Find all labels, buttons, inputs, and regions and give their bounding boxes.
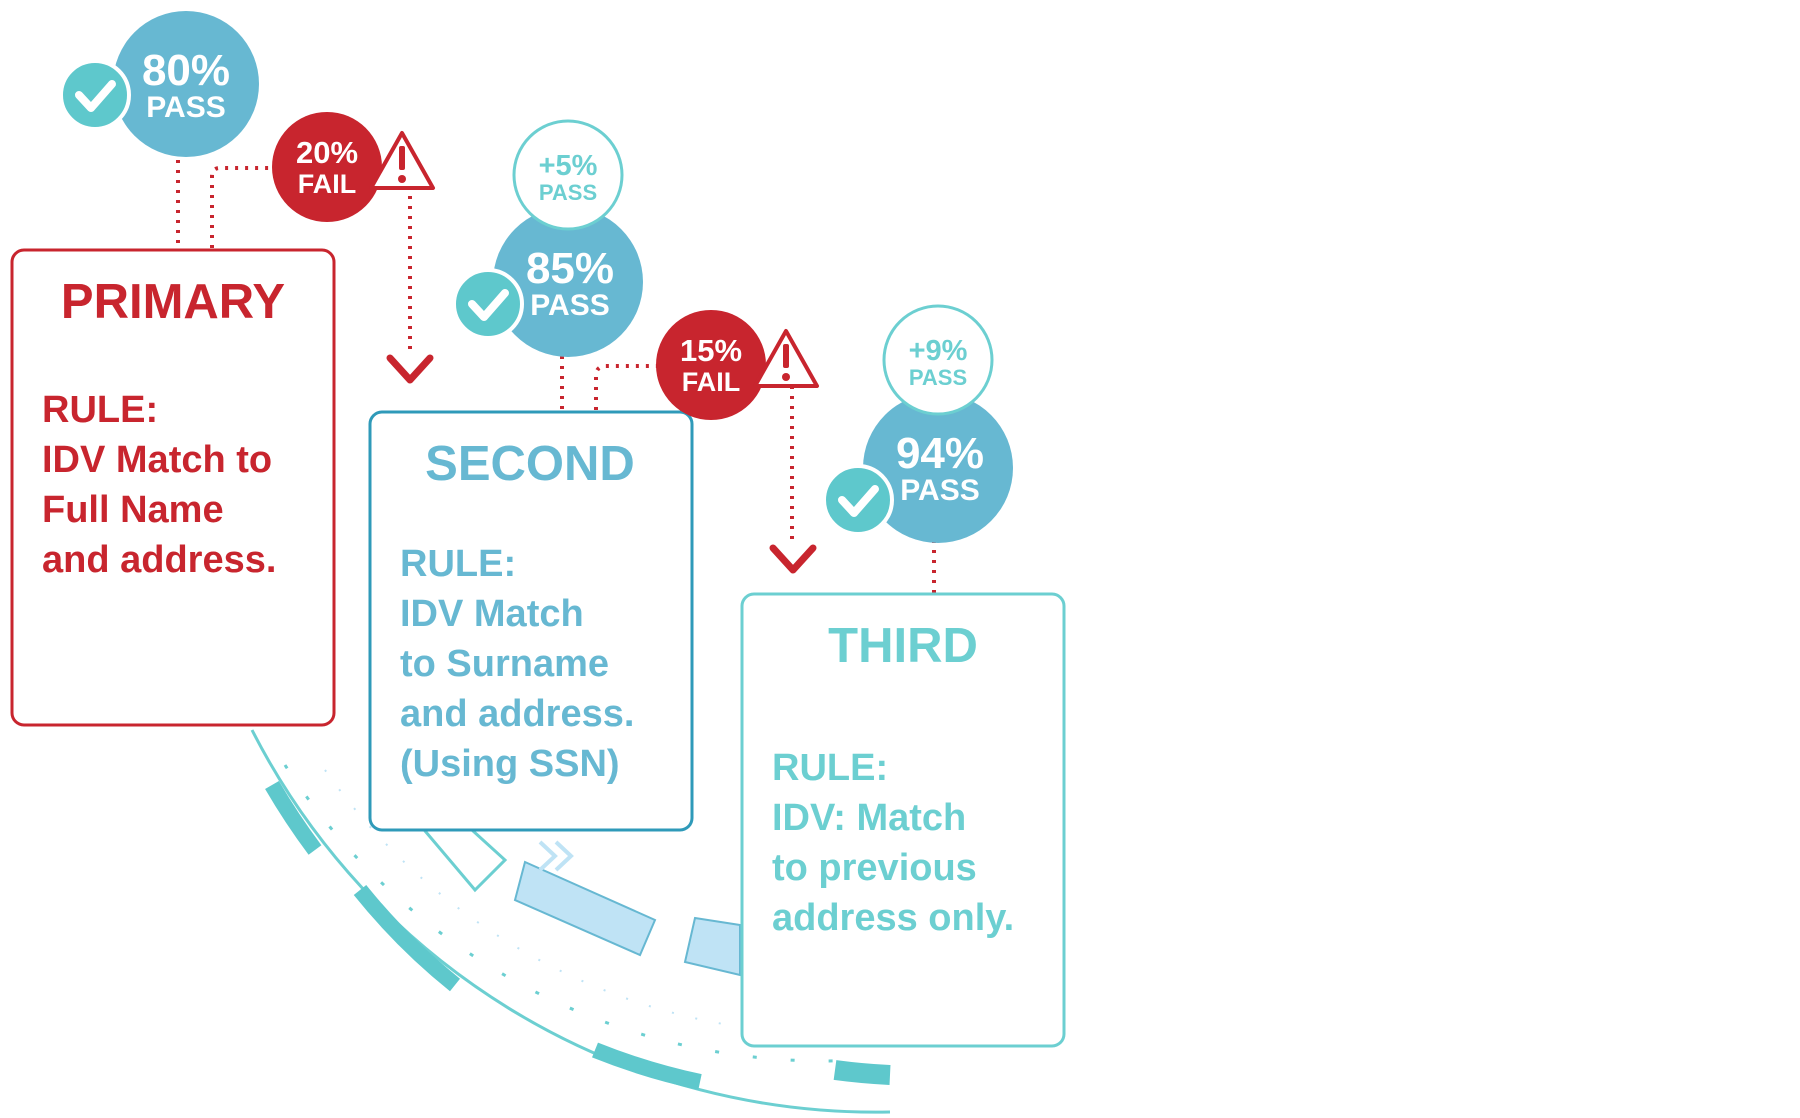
gain-label: PASS (909, 365, 967, 390)
rule-line: IDV Match to (42, 439, 272, 481)
fail-connector (594, 364, 660, 410)
fail-percent: 15% (680, 333, 742, 368)
decorative-arcs (250, 729, 901, 1114)
pass-percent: 80% (142, 46, 230, 95)
fail-connector (210, 166, 275, 248)
pass-percent: 94% (896, 429, 984, 478)
second-box (368, 410, 694, 832)
check-icon (822, 464, 894, 536)
stage-third: THIRD RULE: IDV: Match to previous addre… (740, 304, 1066, 1048)
rule-line: Full Name (42, 489, 224, 531)
pass-badge (113, 11, 259, 157)
rule-line: address only. (772, 897, 1014, 939)
gain-badge (882, 304, 994, 416)
rule-line: to previous (772, 847, 977, 889)
arrow-down-icon (386, 354, 434, 384)
warning-icon (753, 329, 819, 388)
primary-box (10, 248, 336, 727)
fail-badge (272, 112, 382, 222)
fail-label: FAIL (298, 169, 357, 199)
pass-percent: 85% (526, 244, 614, 293)
gain-badge (512, 119, 624, 231)
rule-line: and address. (42, 539, 276, 581)
pass-badge (863, 393, 1013, 543)
pass-label: PASS (530, 289, 609, 322)
stage-title: THIRD (828, 619, 978, 673)
rule-line: and address. (400, 693, 634, 735)
rule-line: to Surname (400, 643, 609, 685)
rule-line: IDV Match (400, 593, 584, 635)
pass-badge (493, 207, 643, 357)
pass-label: PASS (146, 91, 225, 124)
stage-second: SECOND RULE: IDV Match to Surname and ad… (368, 119, 819, 832)
rule-line: (Using SSN) (400, 743, 620, 785)
gain-percent: +9% (909, 335, 968, 367)
stage-primary: PRIMARY RULE: IDV Match to Full Name and… (10, 11, 435, 727)
gain-label: PASS (539, 180, 597, 205)
third-box (740, 592, 1066, 1048)
stage-title: PRIMARY (61, 275, 285, 329)
rule-line: IDV: Match (772, 797, 966, 839)
gain-percent: +5% (539, 150, 598, 182)
fail-badge (656, 310, 766, 420)
stage-title: SECOND (425, 437, 635, 491)
rule-label: RULE: (400, 543, 516, 585)
rule-label: RULE: (42, 389, 158, 431)
check-icon (59, 59, 131, 131)
rule-label: RULE: (772, 747, 888, 789)
fail-label: FAIL (682, 367, 741, 397)
check-icon (452, 268, 524, 340)
warning-icon (369, 131, 435, 190)
arrow-down-icon (769, 544, 817, 574)
fail-percent: 20% (296, 135, 358, 170)
pass-label: PASS (900, 474, 979, 507)
